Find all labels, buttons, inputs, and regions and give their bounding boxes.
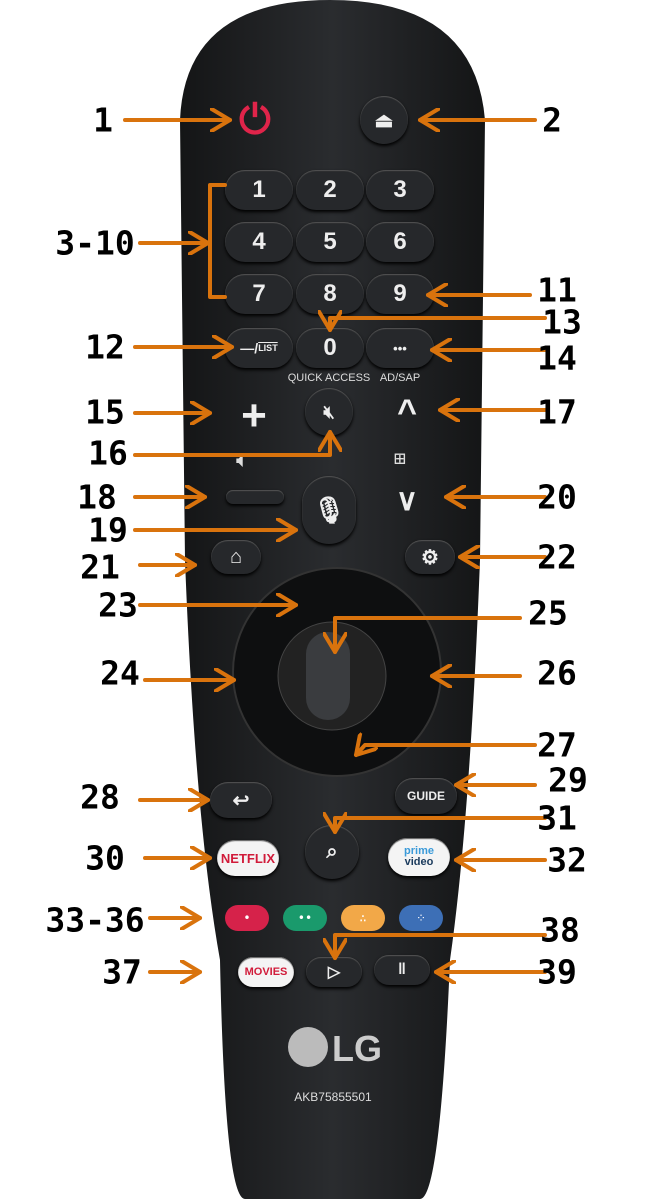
callout-25: 25: [528, 593, 568, 633]
quick-access-label: QUICK ACCESS: [287, 372, 371, 384]
callout-2: 2: [542, 100, 562, 140]
callout-16: 16: [88, 433, 128, 473]
settings-button[interactable]: ⚙: [405, 540, 455, 574]
number-5-button[interactable]: 5: [296, 222, 364, 262]
model-number: AKB75855501: [294, 1090, 372, 1104]
list-prefix: —/: [240, 340, 259, 356]
callout-21: 21: [80, 547, 120, 587]
number-6-button[interactable]: 6: [366, 222, 434, 262]
callout-31: 31: [537, 798, 577, 838]
number-1-button[interactable]: 1: [225, 170, 293, 210]
channel-icon: ⊞: [394, 446, 407, 470]
callout-27: 27: [537, 725, 577, 765]
number-2-button[interactable]: 2: [296, 170, 364, 210]
channel-down-button[interactable]: ∨: [396, 483, 418, 517]
callout-39: 39: [537, 952, 577, 992]
list-button[interactable]: —/LIST: [225, 328, 293, 368]
callout-30: 30: [85, 838, 125, 878]
lg-logo-circle: [288, 1027, 328, 1067]
back-button[interactable]: ↩: [210, 782, 272, 818]
number-9-button[interactable]: 9: [366, 274, 434, 314]
blue-button[interactable]: ⁘: [399, 905, 443, 931]
callout-29: 29: [548, 760, 588, 800]
mute-button[interactable]: 🔇︎: [305, 388, 353, 436]
video-label: video: [404, 856, 434, 868]
volume-up-button[interactable]: +: [241, 391, 267, 440]
guide-button[interactable]: GUIDE: [395, 778, 457, 814]
callout-33-36: 33-36: [45, 900, 145, 940]
callout-15: 15: [85, 392, 125, 432]
callout-12: 12: [85, 327, 125, 367]
search-button[interactable]: ⌕: [305, 825, 359, 879]
number-4-button[interactable]: 4: [225, 222, 293, 262]
red-button[interactable]: •: [225, 905, 269, 931]
number-3-button[interactable]: 3: [366, 170, 434, 210]
power-button[interactable]: ⏻: [239, 97, 271, 142]
input-button[interactable]: ⏏: [360, 96, 408, 144]
callout-37: 37: [102, 952, 142, 992]
lg-logo: LG: [332, 1028, 382, 1069]
callout-24: 24: [100, 653, 140, 693]
number-7-button[interactable]: 7: [225, 274, 293, 314]
volume-down-button[interactable]: [226, 490, 284, 504]
number-8-button[interactable]: 8: [296, 274, 364, 314]
list-label: LIST: [258, 343, 278, 353]
ad-sap-label: AD/SAP: [379, 372, 421, 384]
green-button[interactable]: ••: [283, 905, 327, 931]
callout-32: 32: [547, 840, 587, 880]
callout-19: 19: [88, 510, 128, 550]
ad-sap-button[interactable]: •••: [366, 328, 434, 368]
callout-11: 11: [537, 270, 577, 310]
callout-23: 23: [98, 585, 138, 625]
channel-up-button[interactable]: ^: [397, 392, 417, 431]
home-button[interactable]: ⌂: [211, 540, 261, 574]
callout-17: 17: [537, 392, 577, 432]
scroll-wheel: [306, 632, 350, 720]
callout-3-10: 3-10: [55, 223, 135, 263]
callout-18: 18: [77, 477, 117, 517]
callout-13: 13: [542, 302, 582, 342]
callout-14: 14: [537, 338, 577, 378]
callout-38: 38: [540, 910, 580, 950]
voice-button[interactable]: 🎙︎: [302, 476, 356, 544]
callout-22: 22: [537, 537, 577, 577]
quick-access-button[interactable]: 0: [296, 328, 364, 368]
callout-28: 28: [80, 777, 120, 817]
play-button[interactable]: ▷: [306, 957, 362, 987]
yellow-button[interactable]: ∴: [341, 905, 385, 931]
prime-label: prime: [404, 845, 434, 857]
movies-button[interactable]: MOVIES: [238, 957, 294, 987]
pause-button[interactable]: ‖: [374, 955, 430, 985]
netflix-button[interactable]: NETFLIX: [217, 840, 279, 876]
callout-26: 26: [537, 653, 577, 693]
callout-20: 20: [537, 477, 577, 517]
callout-1: 1: [93, 100, 113, 140]
